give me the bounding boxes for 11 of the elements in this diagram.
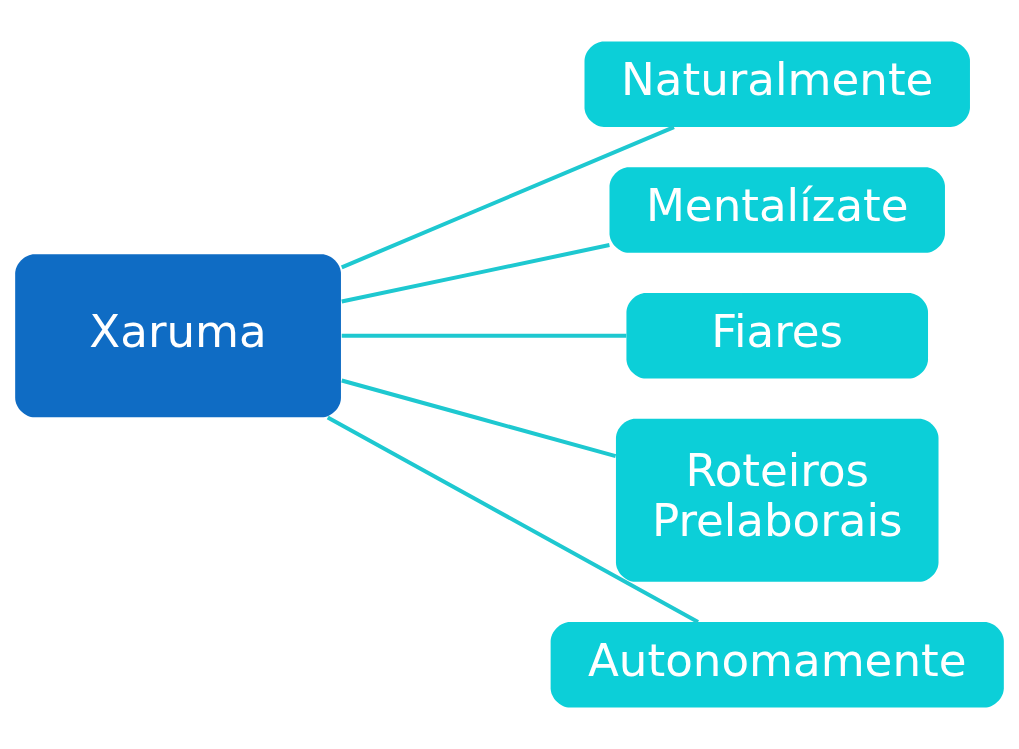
connector: [341, 333, 627, 338]
connector: [326, 415, 699, 624]
node-box: Autonomamente: [550, 622, 1004, 708]
connector: [341, 378, 617, 459]
connector: [340, 125, 675, 270]
node-box: Roteiros Prelaborais: [615, 418, 939, 582]
node-box: Naturalmente: [584, 41, 970, 127]
node-box: Fiares: [626, 293, 929, 379]
node-box: Xaruma: [15, 254, 341, 418]
connector: [341, 243, 610, 304]
node-box: Mentalízate: [609, 167, 945, 253]
